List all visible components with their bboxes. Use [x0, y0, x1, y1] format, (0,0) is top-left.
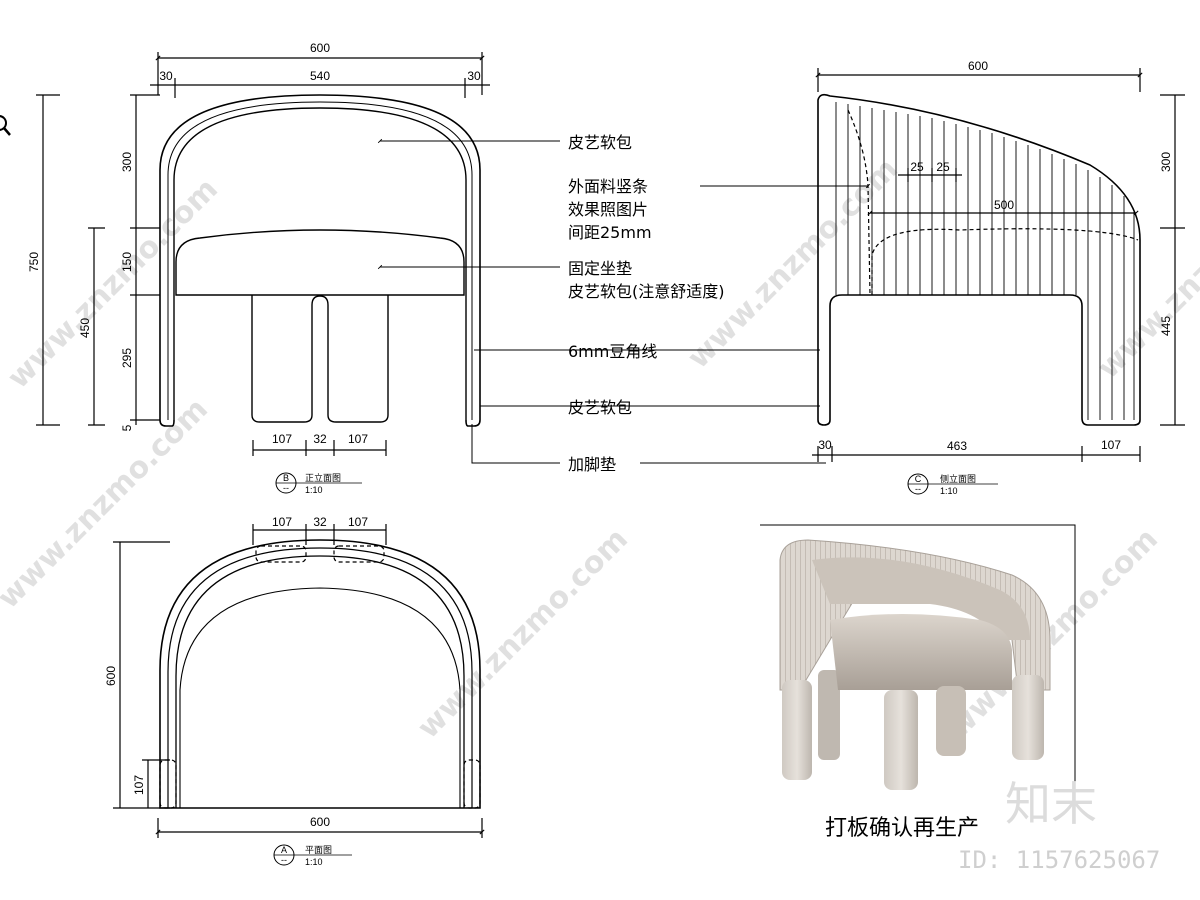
side-view-title: C -- 侧立面图 1:10: [907, 473, 998, 496]
annotation-bead: 6mm豆角线: [568, 342, 657, 361]
front-view: [36, 52, 490, 456]
magnifier-icon: [0, 115, 11, 136]
annotation-stripe-1: 外面料竖条: [568, 177, 648, 196]
dim-seat-height: 450: [78, 318, 92, 338]
dim-leg-gap: 32: [313, 432, 327, 446]
dim-plan-leg-a: 107: [272, 515, 292, 529]
plan-view-title: A -- 平面图 1:10: [273, 844, 352, 867]
dim-side-right: 30: [467, 69, 481, 83]
view-title: 侧立面图: [940, 473, 976, 484]
dim-rib-a: 25: [910, 160, 924, 174]
dim-leg-b: 107: [348, 432, 368, 446]
dim-inner-depth: 500: [994, 198, 1014, 212]
dim-seat-side: 445: [1159, 316, 1173, 336]
dim-leg-depth: 107: [1101, 438, 1121, 452]
svg-text:--: --: [281, 855, 287, 865]
dim-leg: 295: [120, 348, 134, 368]
view-scale: 1:10: [305, 485, 323, 495]
plan-view: [113, 524, 485, 838]
view-scale: 1:10: [305, 857, 323, 867]
svg-text:B: B: [283, 473, 289, 483]
annotation-leather-side: 皮艺软包: [568, 398, 632, 417]
dim-top: 300: [120, 152, 134, 172]
side-view-dimensions: 600 25 25 500 300 445 30 463 107: [818, 59, 1173, 453]
dim-leg-a: 107: [272, 432, 292, 446]
watermark-text: www.znzmo.com: [681, 152, 905, 376]
side-view: [812, 68, 1185, 462]
plan-view-dimensions: 107 32 107 600 107 600: [104, 515, 368, 829]
annotation-leaders: [377, 138, 871, 464]
annotation-stripe-2: 效果照图片: [568, 200, 648, 219]
dim-side-left: 30: [159, 69, 173, 83]
chair-leg: [818, 670, 840, 760]
dim-rib-b: 25: [936, 160, 950, 174]
annotation-stripe-3: 间距25mm: [568, 223, 652, 242]
front-view-dimensions: 600 540 30 30 750 450 300 150 295 5 107 …: [27, 41, 481, 446]
watermark-text: www.znzmo.com: [411, 522, 635, 746]
watermark-text: www.znzmo.com: [1091, 162, 1200, 386]
chair-leg: [1012, 675, 1044, 760]
annotation-seat-1: 固定坐垫: [568, 259, 632, 278]
svg-text:--: --: [915, 484, 921, 494]
annotations: 皮艺软包 外面料竖条 效果照图片 间距25mm 固定坐垫 皮艺软包(注意舒适度)…: [568, 133, 725, 474]
view-title: 正立面图: [305, 472, 341, 483]
chair-leg: [936, 686, 966, 756]
dim-pad: 5: [120, 424, 134, 431]
svg-text:A: A: [281, 845, 287, 855]
dim-depth: 600: [968, 59, 988, 73]
id-watermark: ID: 1157625067: [958, 846, 1160, 874]
dim-top-side: 300: [1159, 152, 1173, 172]
chair-leg: [782, 680, 812, 780]
svg-text:C: C: [915, 474, 922, 484]
dim-inner-width: 540: [310, 69, 330, 83]
annotation-foot-pad: 加脚垫: [568, 455, 616, 474]
watermark-text: www.znzmo.com: [1, 172, 225, 396]
dim-cushion: 150: [120, 252, 134, 272]
brand-watermark: 知末: [1005, 777, 1097, 831]
annotation-seat-2: 皮艺软包(注意舒适度): [568, 282, 725, 301]
dim-plan-width: 600: [310, 815, 330, 829]
dim-width: 600: [310, 41, 330, 55]
dim-plan-depth: 600: [104, 666, 118, 686]
view-scale: 1:10: [940, 486, 958, 496]
chair-leg: [884, 690, 918, 790]
annotation-leather-back: 皮艺软包: [568, 133, 632, 152]
view-title: 平面图: [305, 845, 332, 855]
dim-foot-pad: 30: [818, 438, 832, 452]
dim-plan-leg-b: 107: [348, 515, 368, 529]
svg-text:--: --: [283, 483, 289, 493]
product-photo: [760, 524, 1076, 812]
dim-height-total: 750: [27, 252, 41, 272]
dim-plan-leg-gap: 32: [313, 515, 327, 529]
photo-caption: 打板确认再生产: [825, 816, 979, 841]
dim-span: 463: [947, 439, 967, 453]
watermark-text: www.znzmo.com: [0, 392, 215, 616]
front-view-title: B -- 正立面图 1:10: [275, 472, 362, 495]
dim-plan-front-leg: 107: [132, 775, 146, 795]
